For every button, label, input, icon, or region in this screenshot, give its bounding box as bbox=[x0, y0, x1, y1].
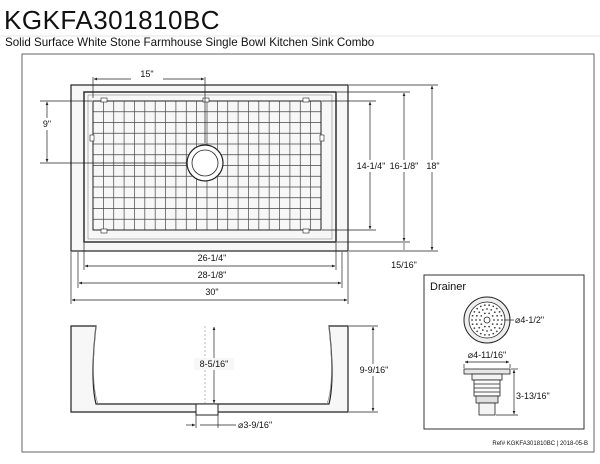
drainer-top-view bbox=[463, 296, 511, 344]
drainer-flange bbox=[463, 368, 511, 375]
strainer-hole bbox=[495, 330, 498, 333]
strainer-hole bbox=[500, 323, 503, 326]
strainer-hole bbox=[478, 326, 481, 329]
drain-opening-inner bbox=[191, 149, 219, 177]
strainer-hole bbox=[496, 323, 499, 326]
label-grid-depth: 14-1/4" bbox=[357, 161, 386, 171]
strainer-hole bbox=[490, 329, 493, 332]
label-apron: 15/16" bbox=[391, 260, 417, 270]
label-drainer-height: 3-13/16" bbox=[516, 391, 550, 401]
strainer-hole bbox=[483, 325, 486, 328]
sink-bowl bbox=[83, 91, 337, 243]
strainer-hole bbox=[481, 308, 484, 311]
label-overall-width: 30" bbox=[205, 287, 218, 297]
label-bowl-height: 8-5/16" bbox=[200, 359, 229, 369]
strainer-hole bbox=[486, 330, 488, 332]
strainer-hole bbox=[483, 304, 486, 307]
drainer-tail bbox=[478, 402, 496, 416]
strainer-hole bbox=[479, 332, 482, 335]
strainer-hole bbox=[471, 314, 474, 317]
strainer-hole bbox=[471, 323, 474, 326]
drainer-neck bbox=[471, 373, 503, 381]
strainer-holes bbox=[471, 304, 503, 336]
grid-foot bbox=[302, 97, 310, 103]
strainer-hole bbox=[493, 326, 496, 329]
strainer-hole bbox=[501, 319, 503, 321]
strainer-hole bbox=[493, 311, 496, 314]
drainer-dimensions bbox=[463, 319, 518, 416]
strainer-hole bbox=[473, 327, 476, 330]
strainer-hole bbox=[473, 310, 476, 313]
grid-foot bbox=[100, 228, 108, 234]
strainer-hole bbox=[481, 329, 484, 332]
label-flange: ⌀4-11/16" bbox=[468, 350, 506, 360]
strainer-hole bbox=[480, 314, 483, 317]
strainer-hole bbox=[488, 304, 491, 307]
strainer-hole bbox=[498, 310, 501, 313]
strainer-hole bbox=[480, 323, 483, 326]
label-bowl-width: 26-1/4" bbox=[198, 253, 227, 263]
drainer-nut bbox=[475, 395, 499, 404]
front-view-labels: 8-5/16" 9-9/16" ⌀3-9/16" bbox=[194, 358, 392, 430]
sink-inner-edge bbox=[87, 94, 333, 240]
bottom-grid bbox=[93, 101, 321, 230]
label-grid-width: 15" bbox=[140, 69, 153, 79]
strainer-hole bbox=[490, 308, 493, 311]
strainer-hole bbox=[479, 305, 482, 308]
label-drain-diameter: ⌀3-9/16" bbox=[238, 420, 272, 430]
strainer-hole bbox=[486, 308, 488, 310]
reference-code: Ref# KGKFA301810BC | 2018-05-B bbox=[492, 441, 588, 447]
strainer-hole bbox=[488, 312, 491, 315]
drain-body bbox=[195, 403, 219, 416]
drainer-side-view bbox=[463, 368, 511, 416]
strainer-hole bbox=[483, 312, 486, 315]
label-grid-offset: 9" bbox=[43, 119, 51, 129]
grid-foot bbox=[202, 97, 210, 103]
label-overall-height: 9-9/16" bbox=[360, 365, 389, 375]
top-view bbox=[70, 84, 349, 252]
label-bowl-depth: 16-1/8" bbox=[390, 161, 419, 171]
strainer-center bbox=[483, 316, 491, 324]
strainer-hole bbox=[488, 325, 491, 328]
strainer-hole bbox=[476, 330, 479, 333]
strainer-hole bbox=[492, 305, 495, 308]
sink-bowl-curve bbox=[326, 325, 332, 405]
product-description: Solid Surface White Stone Farmhouse Sing… bbox=[5, 36, 375, 49]
strainer-hole bbox=[475, 319, 477, 321]
strainer-hole bbox=[478, 311, 481, 314]
strainer-hole bbox=[500, 314, 503, 317]
strainer-hole bbox=[491, 323, 494, 326]
strainer-hole bbox=[495, 307, 498, 310]
drainer-labels: ⌀4-1/2" ⌀4-11/16" 3-13/16" bbox=[468, 315, 553, 402]
drainer-heading: Drainer bbox=[430, 281, 466, 293]
top-view-labels: 15" 9" 14-1/4" 16-1/8" 18" 15/16" 26-1/4… bbox=[38, 69, 443, 297]
label-inner-width: 28-1/8" bbox=[198, 270, 227, 280]
strainer-hole bbox=[475, 314, 478, 317]
product-code-title: KGKFA301810BC bbox=[4, 5, 221, 35]
front-view bbox=[70, 325, 349, 416]
strainer-hole bbox=[471, 319, 473, 321]
grid-foot bbox=[319, 134, 325, 142]
grid-foot bbox=[302, 228, 310, 234]
page-frame bbox=[21, 53, 595, 453]
strainer-hole bbox=[483, 333, 486, 336]
strainer-hole bbox=[488, 333, 491, 336]
sink-bowl-curve bbox=[93, 325, 99, 405]
grid-foot bbox=[89, 134, 95, 142]
strainer-hole bbox=[476, 307, 479, 310]
drainer-panel bbox=[423, 274, 585, 430]
strainer-hole bbox=[498, 327, 501, 330]
strainer-hole bbox=[497, 319, 499, 321]
grid-foot bbox=[100, 97, 108, 103]
strainer-hole bbox=[496, 314, 499, 317]
strainer-hole bbox=[491, 314, 494, 317]
strainer-hole bbox=[493, 319, 495, 321]
strainer-hole bbox=[492, 332, 495, 335]
strainer-hole bbox=[479, 319, 481, 321]
label-overall-depth: 18" bbox=[426, 161, 439, 171]
label-strainer-top: ⌀4-1/2" bbox=[515, 315, 544, 325]
strainer-hole bbox=[475, 323, 478, 326]
